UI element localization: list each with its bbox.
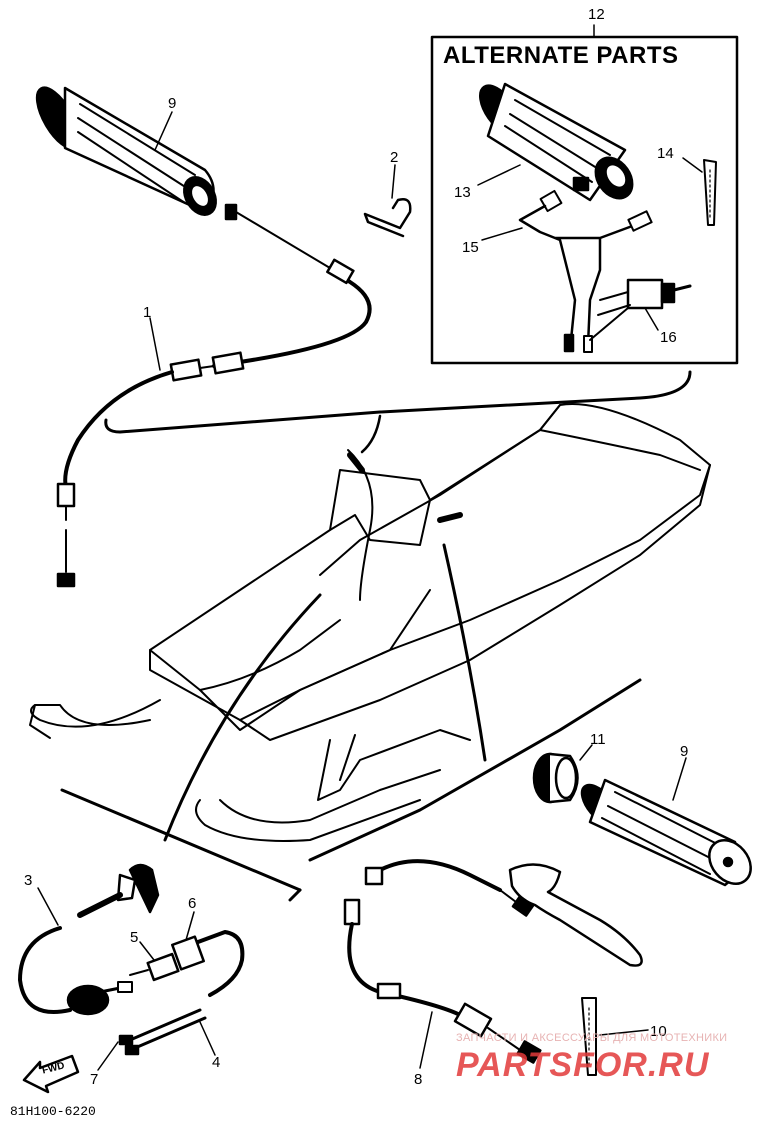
alternate-parts-title: ALTERNATE PARTS xyxy=(443,42,679,69)
band-10 xyxy=(581,997,597,1076)
part-label-7: 7 xyxy=(90,1071,99,1088)
leader-3 xyxy=(37,887,59,926)
heated-grip-13 xyxy=(479,82,634,202)
alternate-parts-box xyxy=(430,35,739,365)
part-label-9-right: 9 xyxy=(680,743,689,760)
leader-2 xyxy=(391,164,396,199)
part-label-4: 4 xyxy=(212,1054,221,1071)
part-label-6: 6 xyxy=(188,895,197,912)
part-label-14: 14 xyxy=(657,145,674,162)
choke-cable-3 xyxy=(18,863,160,1016)
wire-harness-15 xyxy=(518,189,653,353)
part-label-8: 8 xyxy=(414,1071,423,1088)
leader-5 xyxy=(139,941,155,961)
brake-lever xyxy=(508,863,643,967)
leader-8 xyxy=(419,1011,433,1069)
part-label-9-top: 9 xyxy=(168,95,177,112)
part-label-10: 10 xyxy=(650,1023,667,1040)
watermark-logo: PARTSFOR.RU xyxy=(456,1046,710,1084)
choke-knob-5-6 xyxy=(129,930,245,997)
part-label-11: 11 xyxy=(590,731,606,748)
routing-arrows xyxy=(163,449,487,842)
bracket-curve xyxy=(104,370,692,434)
grip-9-right xyxy=(580,778,752,887)
leader-9a xyxy=(154,111,173,151)
part-label-16: 16 xyxy=(660,329,677,346)
watermark-tagline: ЗАПЧАСТИ И АКСЕССУАРЫ ДЛЯ МОТОТЕХНИКИ xyxy=(456,1032,728,1044)
throttle-cable-1 xyxy=(56,203,372,588)
leader-11 xyxy=(579,744,593,761)
leader-4 xyxy=(199,1021,216,1056)
band-14 xyxy=(703,159,717,226)
leader-13 xyxy=(477,164,521,186)
wires-4-7 xyxy=(118,1008,207,1056)
forward-arrow-icon xyxy=(22,1054,80,1094)
leader-10 xyxy=(599,1029,649,1036)
part-label-15: 15 xyxy=(462,239,479,256)
brake-cable-8 xyxy=(343,859,542,1064)
snowmobile-body xyxy=(29,403,711,902)
leader-1 xyxy=(149,317,161,371)
part-label-5: 5 xyxy=(130,929,139,946)
leader-16 xyxy=(644,307,659,331)
leader-7 xyxy=(97,1041,119,1071)
diagram-code: 81H100-6220 xyxy=(10,1104,96,1119)
leader-15 xyxy=(481,227,523,241)
part-label-2: 2 xyxy=(390,149,399,166)
bracket-arrow xyxy=(360,414,382,454)
part-label-1: 1 xyxy=(143,304,152,321)
part-label-3: 3 xyxy=(24,872,33,889)
switch-16 xyxy=(589,278,692,341)
leader-6 xyxy=(185,911,195,941)
leader-9b xyxy=(672,757,687,801)
part-label-13: 13 xyxy=(454,184,471,201)
leader-14 xyxy=(682,157,703,173)
clip-2 xyxy=(363,198,412,238)
collar-11 xyxy=(532,752,579,804)
part-label-12: 12 xyxy=(588,6,605,23)
grip-9-top xyxy=(35,86,217,216)
